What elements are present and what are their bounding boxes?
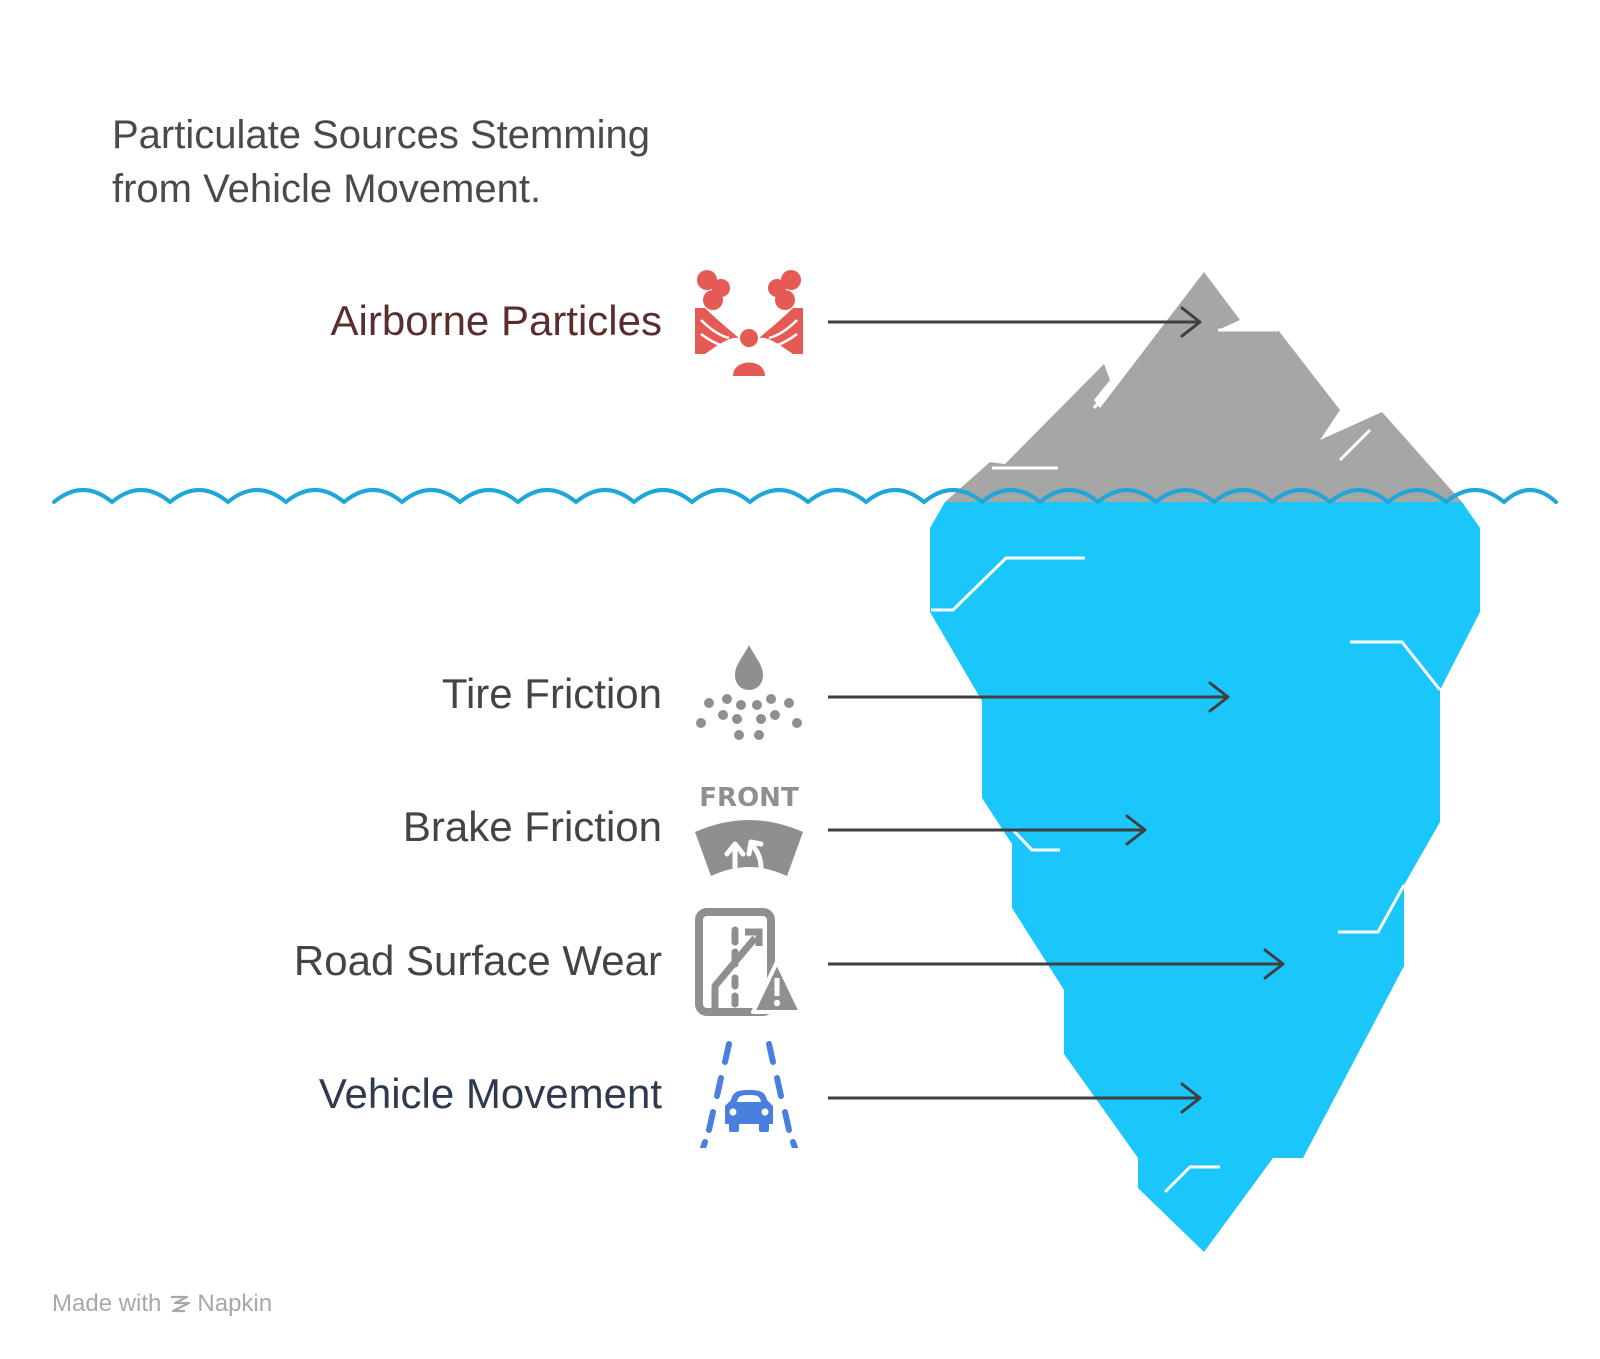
- airborne-particles-icon: [695, 270, 803, 376]
- diagram-title: Particulate Sources Stemming from Vehicl…: [112, 108, 650, 216]
- water-line: [52, 488, 1558, 505]
- arrow-airborne-particles: [828, 306, 1202, 338]
- arrow-tire-friction: [828, 681, 1230, 713]
- label-road-surface-wear: Road Surface Wear: [293, 937, 662, 984]
- title-line-1: Particulate Sources Stemming: [112, 113, 651, 157]
- arrows: [828, 306, 1285, 1114]
- iceberg-underwater-cracks: [931, 556, 1442, 1194]
- svg-text:FRONT: FRONT: [699, 783, 799, 813]
- footer-brand-name: Napkin: [197, 1290, 273, 1317]
- label-airborne-particles: Airborne Particles: [330, 297, 662, 344]
- brake-friction-icon: FRONT: [695, 783, 803, 876]
- label-vehicle-movement: Vehicle Movement: [318, 1070, 662, 1117]
- title-line-2: from Vehicle Movement.: [112, 167, 542, 211]
- iceberg-underwater: [930, 502, 1480, 1252]
- arrow-brake-friction: [828, 814, 1147, 846]
- label-tire-friction: Tire Friction: [441, 670, 662, 717]
- iceberg-above-water: [945, 272, 1462, 502]
- iceberg-above-cracks: [992, 328, 1372, 470]
- footer-credit: Made with Napkin: [52, 1290, 272, 1318]
- vehicle-movement-icon: [700, 1041, 798, 1148]
- arrow-road-surface-wear: [828, 948, 1285, 980]
- napkin-logo-icon: [171, 1295, 191, 1313]
- footer-brand: Napkin: [169, 1290, 272, 1318]
- footer-made-with: Made with: [52, 1290, 162, 1317]
- tire-friction-icon: [696, 645, 802, 740]
- road-surface-wear-icon: [695, 908, 803, 1016]
- arrow-vehicle-movement: [828, 1082, 1202, 1114]
- label-brake-friction: Brake Friction: [402, 803, 662, 850]
